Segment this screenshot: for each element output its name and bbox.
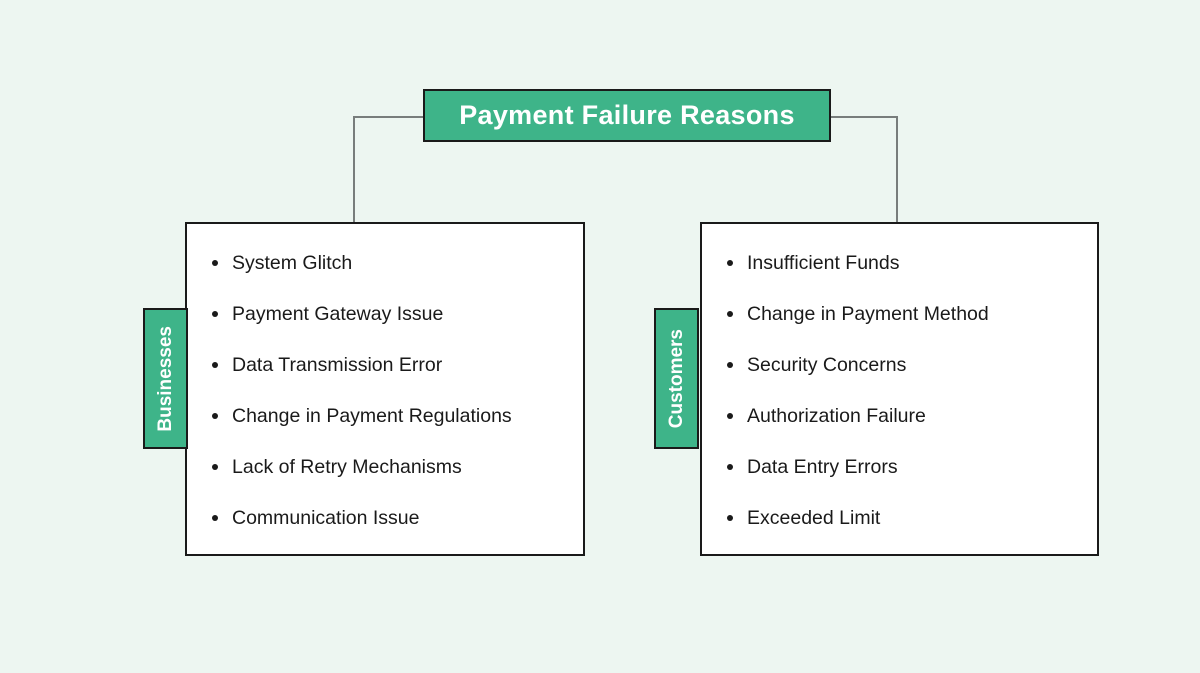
list-item: Lack of Retry Mechanisms	[187, 456, 573, 479]
list-item: Change in Payment Method	[702, 303, 1087, 326]
diagram-title-text: Payment Failure Reasons	[459, 100, 795, 130]
connector-right-vertical	[896, 116, 898, 222]
customers-reason-list: Insufficient Funds Change in Payment Met…	[702, 224, 1097, 530]
connector-left-vertical	[353, 116, 355, 222]
list-item: Security Concerns	[702, 354, 1087, 377]
businesses-box: System Glitch Payment Gateway Issue Data…	[185, 222, 585, 556]
list-item: Exceeded Limit	[702, 507, 1087, 530]
list-item: Insufficient Funds	[702, 252, 1087, 275]
list-item: System Glitch	[187, 252, 573, 275]
list-item: Data Transmission Error	[187, 354, 573, 377]
list-item: Change in Payment Regulations	[187, 405, 573, 428]
customers-label-tab: Customers	[654, 308, 699, 449]
businesses-label: Businesses	[154, 325, 176, 432]
businesses-label-tab: Businesses	[143, 308, 188, 449]
list-item: Communication Issue	[187, 507, 573, 530]
connector-left-horizontal	[353, 116, 423, 118]
list-item: Authorization Failure	[702, 405, 1087, 428]
list-item: Payment Gateway Issue	[187, 303, 573, 326]
connector-right-horizontal	[831, 116, 898, 118]
customers-box: Insufficient Funds Change in Payment Met…	[700, 222, 1099, 556]
list-item: Data Entry Errors	[702, 456, 1087, 479]
businesses-reason-list: System Glitch Payment Gateway Issue Data…	[187, 224, 583, 530]
customers-label: Customers	[665, 328, 687, 429]
diagram-title-node: Payment Failure Reasons	[423, 89, 831, 142]
